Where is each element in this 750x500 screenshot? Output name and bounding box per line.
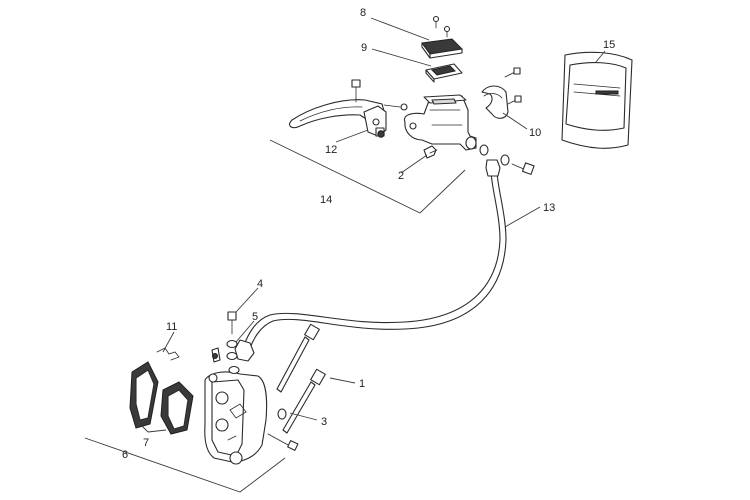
master-cylinder-body (403, 94, 477, 151)
instruction-bag (561, 51, 633, 149)
brake-pad-inner (160, 381, 194, 435)
lower-banjo-bolt (227, 311, 237, 335)
reservoir-diaphragm (425, 63, 463, 83)
lever-pivot-nut (377, 130, 385, 138)
callout-8: 8 (360, 7, 366, 19)
lower-banjo-washers (226, 339, 240, 375)
callout-4: 4 (257, 278, 263, 290)
callout-2: 2 (398, 170, 404, 182)
handlebar-clamp (481, 85, 509, 119)
cap-screws (432, 15, 451, 38)
lever-pivot-bolt (351, 79, 361, 103)
brake-hose (234, 159, 507, 362)
callout-3: 3 (321, 416, 327, 428)
caliper-bleeder (211, 347, 221, 363)
clamp-screws (504, 67, 522, 105)
assembly-bracket-14 (269, 139, 466, 214)
leader-lines (139, 17, 606, 433)
upper-banjo-bolt (511, 162, 535, 175)
callout-12: 12 (325, 144, 337, 156)
caliper-pin-bolt (267, 433, 299, 451)
callout-6: 6 (122, 449, 128, 461)
callout-1: 1 (359, 378, 365, 390)
callout-7: 7 (143, 437, 149, 449)
callout-5: 5 (252, 311, 258, 323)
callout-11: 11 (166, 321, 177, 333)
pad-spring (156, 347, 180, 361)
callout-14: 14 (320, 194, 332, 206)
upper-banjo-washers (479, 144, 510, 166)
callout-10: 10 (529, 127, 541, 139)
callout-15: 15 (603, 39, 615, 51)
callout-9: 9 (361, 42, 367, 54)
assembly-bracket-6 (84, 437, 286, 493)
caliper-mounting-bolt-upper (276, 323, 320, 393)
reservoir-cap (421, 38, 464, 59)
brake-caliper (204, 371, 268, 465)
caliper-washer (277, 408, 287, 420)
caliper-mounting-bolt-lower (282, 368, 326, 434)
brake-pad-outer (129, 361, 159, 429)
lever-adjuster-screw (383, 103, 408, 111)
brake-lever (289, 99, 387, 137)
callout-13: 13 (543, 202, 555, 214)
